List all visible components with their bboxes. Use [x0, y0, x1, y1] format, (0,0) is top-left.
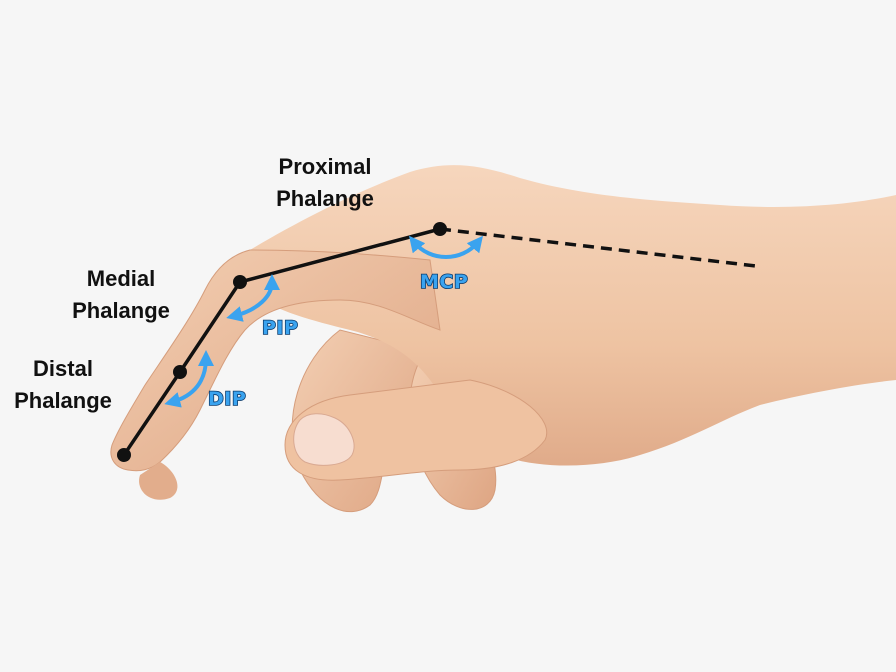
proximal-phalange-label: Proximal Phalange	[262, 151, 388, 215]
proximal-label-line1: Proximal	[278, 154, 372, 179]
medial-label-line2: Phalange	[72, 298, 170, 323]
mcp-label: MCP	[420, 271, 468, 293]
dip-arrow-icon	[164, 350, 214, 408]
medial-phalange-label: Medial Phalange	[58, 263, 184, 327]
distal-label-line1: Distal	[33, 356, 93, 381]
pip-joint-dot	[233, 275, 247, 289]
distal-label-line2: Phalange	[14, 388, 112, 413]
dip-joint-dot	[173, 365, 187, 379]
pip-arrow-icon	[226, 274, 280, 322]
proximal-label-line2: Phalange	[276, 186, 374, 211]
index-finger-shape	[110, 249, 441, 472]
mcp-arrow-icon	[408, 235, 484, 259]
middle-finger-shape	[139, 462, 178, 500]
pip-label: PIP	[262, 317, 298, 339]
dip-label: DIP	[208, 388, 246, 410]
medial-label-line1: Medial	[86, 266, 156, 291]
fingertip-dot	[117, 448, 131, 462]
phalange-skeleton-line	[122, 227, 441, 456]
thumbnail-shape	[293, 413, 355, 466]
mcp-joint-dot	[433, 222, 447, 236]
distal-phalange-label: Distal Phalange	[0, 353, 126, 417]
